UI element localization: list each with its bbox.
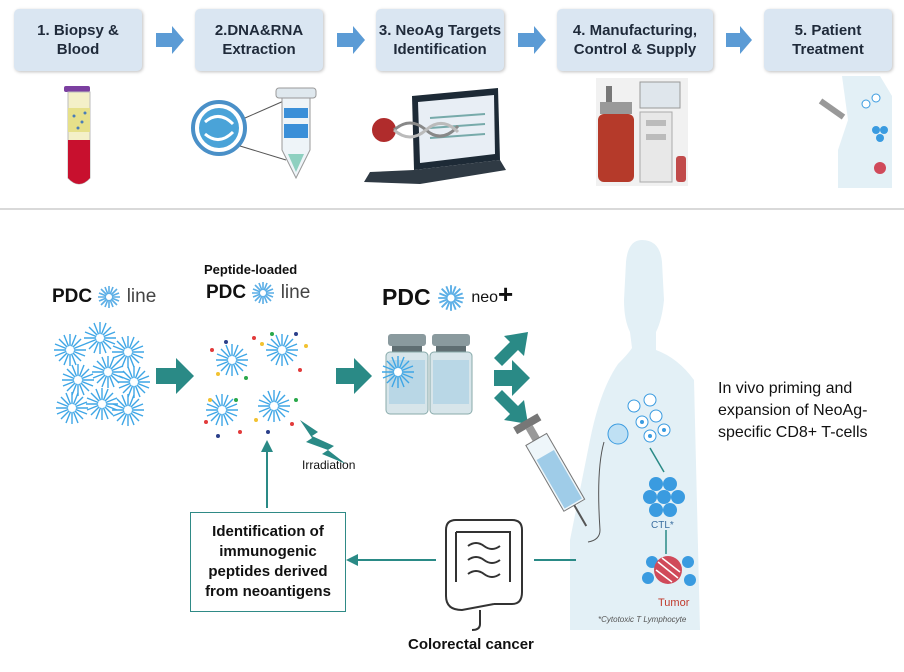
ctl-label: CTL* [651, 520, 674, 531]
step-arrow-2 [337, 26, 365, 54]
test-tube-icon [64, 86, 91, 185]
step-arrow-4 [726, 26, 752, 54]
intestine-icon [445, 519, 523, 631]
arrow-cells-to-peptide [156, 358, 194, 394]
peptide-pdc-text: PDC [206, 282, 247, 303]
peptide-loaded-caption: Peptide-loaded [204, 262, 298, 277]
in-body-cells [587, 393, 696, 586]
irradiation-bolt-icon [300, 420, 346, 464]
step-1-box: 1. Biopsy & Blood [14, 9, 142, 71]
starburst-logo-icon [438, 285, 464, 311]
pdc-cell-cluster [53, 321, 151, 427]
tumor-icon [654, 556, 682, 584]
pdc-neo-pdc-text: PDC [382, 284, 431, 311]
arrow-vials-up [494, 332, 528, 366]
tumor-label: Tumor [658, 597, 690, 609]
pdc-line-pdc-text: PDC [52, 286, 93, 307]
syringe-icon [513, 413, 588, 527]
step-2-box: 2.DNA&RNA Extraction [195, 9, 323, 71]
pdc-neo-plus-text: + [498, 279, 514, 309]
identification-text: Identification of immunogenic peptides d… [205, 523, 331, 600]
dna-tube-icon [191, 87, 317, 180]
bioreactor-icon [596, 78, 688, 186]
step-1-label: 1. Biopsy & Blood [37, 22, 119, 58]
laptop-dna-icon [364, 88, 506, 184]
step-5-box: 5. Patient Treatment [764, 9, 892, 71]
in-vivo-text: In vivo priming and expansion of NeoAg- … [718, 380, 868, 441]
vial-icon [381, 334, 473, 415]
pdc-neo-neo-text: neo [471, 288, 499, 306]
patient-thumbnail-icon [818, 76, 892, 188]
colorectal-label: Colorectal cancer [408, 636, 534, 653]
step-4-label: 4. Manufacturing, Control & Supply [572, 22, 698, 58]
step-2-label: 2.DNA&RNA Extraction [214, 22, 304, 58]
footnote-label: *Cytotoxic T Lymphocyte [598, 615, 687, 624]
bottom-diagram-graphics [53, 321, 696, 631]
top-row-graphics [64, 26, 892, 188]
peptide-loaded-cluster [204, 332, 308, 438]
step-3-box: 3. NeoAg Targets Identification [376, 9, 504, 71]
step-3-label: 3. NeoAg Targets Identification [378, 22, 502, 58]
starburst-logo-icon [98, 286, 121, 308]
identification-box: Identification of immunogenic peptides d… [190, 512, 346, 612]
starburst-logo-icon [252, 282, 275, 304]
arrow-vials-right [494, 360, 530, 396]
step-arrow-1 [156, 26, 184, 54]
pdc-neo-title: PDC neo+ [382, 279, 513, 312]
section-divider [0, 208, 904, 210]
peptide-line-text: line [280, 282, 311, 303]
step-5-label: 5. Patient Treatment [792, 22, 864, 58]
pdc-line-title: PDC line [52, 285, 156, 309]
pdc-line-line-text: line [126, 286, 157, 307]
irradiation-label: Irradiation [302, 458, 356, 472]
step-4-box: 4. Manufacturing, Control & Supply [557, 9, 713, 71]
arrow-peptide-to-vials [336, 358, 372, 394]
arrow-vials-down [494, 390, 528, 424]
peptide-loaded-title: PDC line [206, 281, 310, 305]
human-body-silhouette [570, 240, 700, 630]
step-arrow-3 [518, 26, 546, 54]
